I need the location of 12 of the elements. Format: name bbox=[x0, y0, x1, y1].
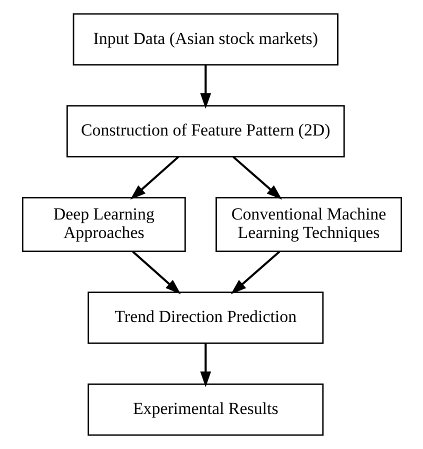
arrow bbox=[132, 250, 180, 294]
node-box: Trend Direction Prediction bbox=[87, 292, 324, 344]
arrow bbox=[200, 344, 211, 388]
arrow bbox=[130, 156, 179, 200]
node-box: Deep Learning Approaches bbox=[21, 196, 186, 252]
node-box: Construction of Feature Pattern (2D) bbox=[66, 105, 344, 158]
node-box: Experimental Results bbox=[87, 383, 324, 436]
arrow bbox=[232, 156, 282, 200]
node-box: Conventional Machine Learning Techniques bbox=[215, 196, 402, 252]
arrow bbox=[200, 65, 211, 109]
node-box: Input Data (Asian stock markets) bbox=[72, 13, 338, 66]
arrow bbox=[230, 250, 280, 294]
